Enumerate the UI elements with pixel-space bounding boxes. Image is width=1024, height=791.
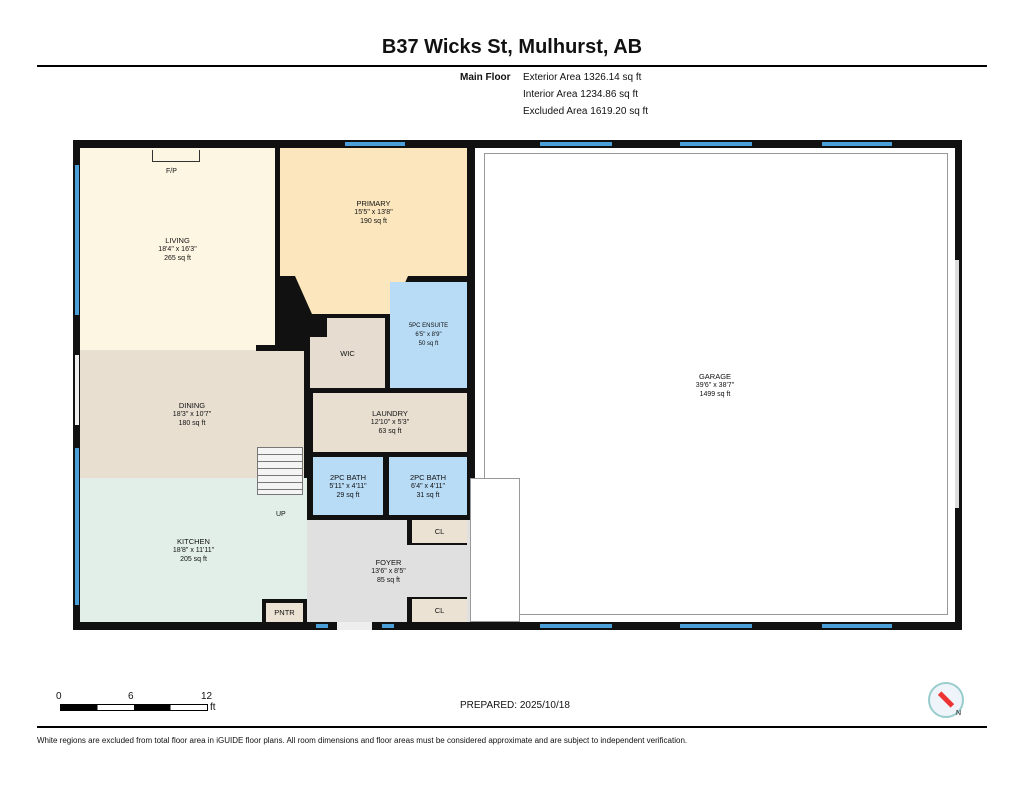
- room-name: CL: [434, 527, 445, 536]
- scale-tick: 0: [56, 691, 62, 702]
- header-divider: [37, 65, 987, 67]
- window: [822, 624, 892, 628]
- window: [822, 142, 892, 146]
- room-2pc-bath-2: 2PC BATH 6'4" x 4'11" 31 sq ft: [389, 457, 467, 515]
- room-area: 50 sq ft: [418, 340, 439, 347]
- window: [680, 142, 752, 146]
- room-dims: 15'5" x 13'8": [354, 208, 393, 216]
- room-dims: 12'10" x 5'3": [370, 419, 410, 426]
- disclaimer: White regions are excluded from total fl…: [37, 736, 688, 745]
- window: [75, 165, 79, 315]
- room-dims: 18'3" x 10'7": [172, 410, 212, 418]
- window: [75, 448, 79, 605]
- compass-icon: [928, 682, 964, 718]
- room-area: 180 sq ft: [178, 419, 206, 427]
- room-primary: PRIMARY 15'5" x 13'8" 190 sq ft: [280, 148, 467, 276]
- fireplace-label: F/P: [166, 168, 177, 175]
- room-closet-1: CL: [407, 520, 467, 545]
- room-laundry: LAUNDRY 12'10" x 5'3" 63 sq ft: [313, 393, 467, 452]
- room-closet-2: CL: [407, 597, 467, 622]
- room-area: 63 sq ft: [378, 428, 402, 435]
- excluded-area: Excluded Area 1619.20 sq ft: [523, 106, 649, 117]
- footer-divider: [37, 726, 987, 728]
- room-2pc-bath-1: 2PC BATH 5'11" x 4'11" 29 sq ft: [313, 457, 383, 515]
- room-name: LIVING: [165, 235, 190, 245]
- prepared-date: PREPARED: 2025/10/18: [460, 700, 570, 711]
- exterior-area: Exterior Area 1326.14 sq ft: [523, 72, 642, 83]
- room-dims: 6'5" x 8'9": [415, 331, 442, 338]
- window: [345, 142, 405, 146]
- stairs: [257, 447, 303, 495]
- room-dims: 13'6" x 8'5": [371, 567, 406, 575]
- room-dims: 18'4" x 16'3": [158, 245, 197, 253]
- scale-tick: 6: [128, 691, 134, 702]
- scale-unit: ft: [210, 702, 216, 713]
- garage-door[interactable]: [955, 260, 959, 508]
- compass-needle: [937, 691, 955, 708]
- room-name: 2PC BATH: [409, 472, 447, 482]
- room-name: CL: [434, 606, 445, 615]
- room-name: PRIMARY: [356, 198, 391, 208]
- room-dims: 18'8" x 11'11": [172, 546, 215, 554]
- room-ensuite: 5PC ENSUITE 6'5" x 8'9" 50 sq ft: [390, 282, 467, 388]
- scale-tick: 12: [201, 691, 213, 702]
- room-name: GARAGE: [698, 371, 732, 381]
- room-area: 265 sq ft: [164, 254, 191, 262]
- room-living: LIVING 18'4" x 16'3" 265 sq ft: [80, 148, 275, 350]
- garage-entry-notch: [470, 478, 520, 622]
- window: [540, 624, 612, 628]
- room-name: FOYER: [375, 557, 402, 567]
- window: [382, 624, 394, 628]
- interior-area: Interior Area 1234.86 sq ft: [523, 89, 639, 100]
- room-area: 29 sq ft: [336, 491, 360, 499]
- room-name: DINING: [178, 400, 206, 410]
- primary-bay: [295, 276, 408, 314]
- room-name: LAUNDRY: [372, 409, 408, 418]
- stairs-label: UP: [276, 511, 286, 518]
- fireplace: [152, 150, 200, 162]
- room-area: 190 sq ft: [360, 217, 387, 225]
- room-name: PNTR: [274, 608, 295, 617]
- partition-wall: [256, 345, 306, 351]
- room-pantry: PNTR: [262, 599, 307, 622]
- front-door[interactable]: [337, 622, 372, 630]
- room-dims: 39'6" x 38'7": [695, 381, 735, 389]
- column: [305, 315, 327, 337]
- room-name: 5PC ENSUITE: [408, 322, 449, 329]
- room-dims: 5'11" x 4'11": [329, 482, 367, 490]
- room-name: WIC: [340, 348, 355, 358]
- room-area: 1499 sq ft: [699, 390, 731, 398]
- room-dims: 6'4" x 4'11": [411, 482, 445, 490]
- window: [540, 142, 612, 146]
- room-area: 85 sq ft: [377, 576, 400, 584]
- room-area: 205 sq ft: [180, 555, 207, 563]
- window: [316, 624, 328, 628]
- room-garage: GARAGE 39'6" x 38'7" 1499 sq ft: [475, 148, 955, 622]
- page-title: B37 Wicks St, Mulhurst, AB: [381, 36, 643, 58]
- compass-label: N: [956, 710, 962, 717]
- floor-label: Main Floor: [460, 72, 511, 83]
- room-name: 2PC BATH: [329, 472, 367, 482]
- room-kitchen: KITCHEN 18'8" x 11'11" 205 sq ft: [80, 478, 307, 622]
- room-name: KITCHEN: [177, 536, 210, 546]
- room-area: 31 sq ft: [416, 491, 440, 499]
- patio-door[interactable]: [75, 355, 79, 425]
- scale-graphic: [60, 704, 208, 711]
- garage-inner-outline: [484, 153, 948, 615]
- window: [680, 624, 752, 628]
